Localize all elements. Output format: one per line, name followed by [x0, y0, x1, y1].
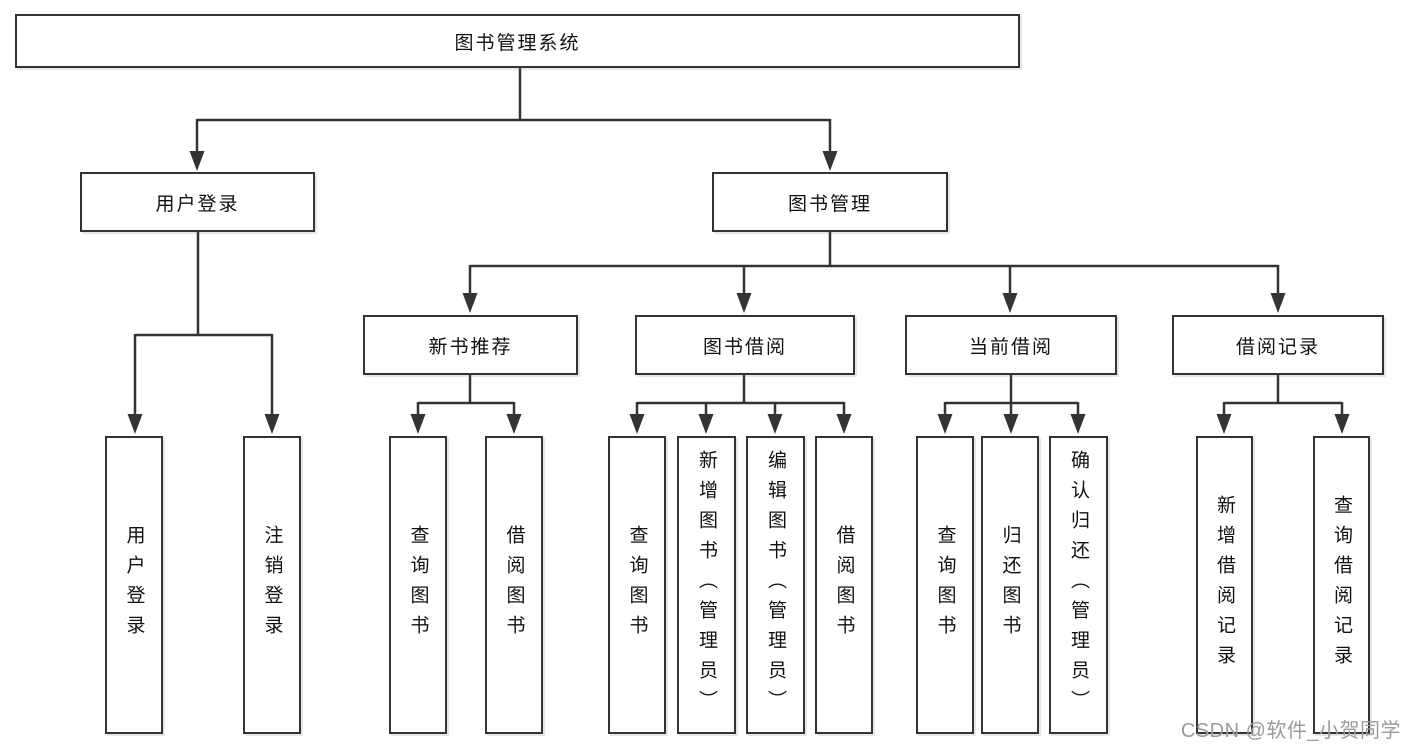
node-label: 用户登录 [123, 525, 145, 645]
node-label: 查询图书 [407, 525, 429, 645]
leaf-query-books-1: 查询图书 [389, 436, 447, 734]
leaf-confirm-return-admin: 确认归还（管理员） [1049, 436, 1108, 734]
node-borrow-records: 借阅记录 [1172, 315, 1384, 375]
node-label: 借阅图书 [503, 525, 525, 645]
leaf-query-books-3: 查询图书 [916, 436, 974, 734]
node-label: 查询图书 [934, 525, 956, 645]
node-current-borrow: 当前借阅 [905, 315, 1117, 375]
node-label: 借阅记录 [1235, 336, 1320, 358]
leaf-add-borrow-record: 新增借阅记录 [1196, 436, 1253, 734]
node-label: 查询图书 [626, 525, 648, 645]
node-new-book-recommend: 新书推荐 [363, 315, 578, 375]
node-label: 图书管理 [787, 193, 872, 215]
node-label: 图书管理系统 [454, 32, 581, 54]
node-label: 新增借阅记录 [1214, 495, 1235, 675]
node-user-login: 用户登录 [80, 172, 315, 232]
node-label: 注销登录 [261, 525, 283, 645]
leaf-borrow-books-2: 借阅图书 [815, 436, 873, 734]
leaf-query-borrow-record: 查询借阅记录 [1313, 436, 1370, 734]
node-book-borrow: 图书借阅 [635, 315, 855, 375]
leaf-add-books-admin: 新增图书（管理员） [677, 436, 736, 734]
leaf-user-login: 用户登录 [105, 436, 163, 734]
node-label: 新增图书（管理员） [696, 450, 717, 720]
node-label: 编辑图书（管理员） [765, 450, 786, 720]
node-book-management: 图书管理 [712, 172, 948, 232]
node-label: 新书推荐 [428, 336, 513, 358]
node-label: 图书借阅 [702, 336, 787, 358]
leaf-logout: 注销登录 [243, 436, 301, 734]
node-label: 查询借阅记录 [1331, 495, 1352, 675]
node-label: 归还图书 [999, 525, 1021, 645]
leaf-edit-books-admin: 编辑图书（管理员） [746, 436, 805, 734]
node-label: 借阅图书 [833, 525, 855, 645]
node-label: 用户登录 [155, 193, 240, 215]
node-library-system: 图书管理系统 [15, 14, 1020, 68]
node-label: 当前借阅 [968, 336, 1053, 358]
watermark: CSDN @软件_小贺同学 [1180, 720, 1401, 742]
leaf-borrow-books-1: 借阅图书 [485, 436, 543, 734]
leaf-query-books-2: 查询图书 [608, 436, 666, 734]
node-label: 确认归还（管理员） [1068, 450, 1089, 720]
leaf-return-books: 归还图书 [981, 436, 1039, 734]
